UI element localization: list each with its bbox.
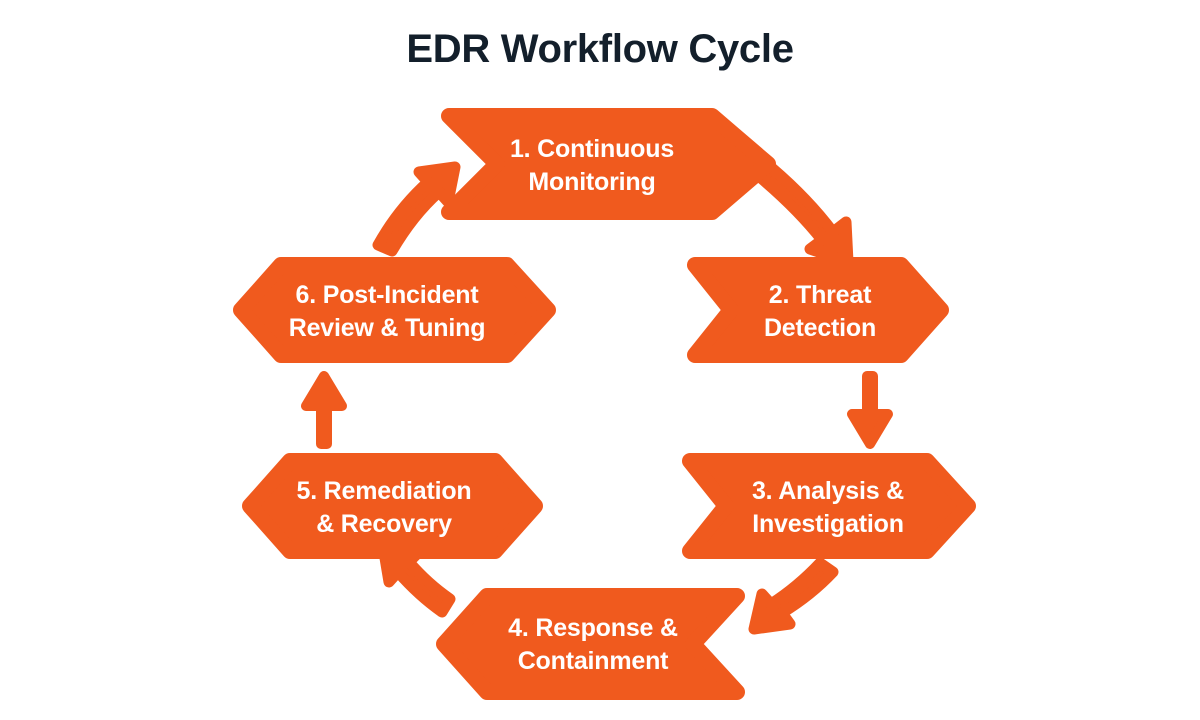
step-5-remediation-recovery[interactable]: 5. Remediation & Recovery [242,453,543,559]
step-4-response-containment[interactable]: 4. Response & Containment [436,588,745,700]
step-6-post-incident-review[interactable]: 6. Post-Incident Review & Tuning [233,257,556,363]
page-title: EDR Workflow Cycle [406,27,793,71]
arrow-3-to-4-icon [748,557,839,635]
arrow-2-to-3-icon [847,371,893,449]
arrow-1-to-2-icon [756,162,854,268]
step-6-label-line2: Review & Tuning [289,314,486,342]
arrow-6-to-1-icon [372,161,461,257]
step-4-label-line1: 4. Response & [508,614,678,642]
step-2-label-line2: Detection [764,314,876,342]
step-2-label-line1: 2. Threat [769,281,872,309]
step-3-analysis-investigation[interactable]: 3. Analysis & Investigation [682,453,976,559]
step-1-label-line2: Monitoring [528,168,655,196]
step-3-label-line2: Investigation [752,510,904,538]
step-1-continuous-monitoring[interactable]: 1. Continuous Monitoring [441,108,776,220]
step-5-label-line1: 5. Remediation [296,477,471,505]
step-2-threat-detection[interactable]: 2. Threat Detection [687,257,949,363]
step-5-label-line2: & Recovery [316,510,452,538]
step-6-label-line1: 6. Post-Incident [296,281,480,309]
step-4-label-line2: Containment [518,647,669,675]
step-1-label-line1: 1. Continuous [510,135,674,163]
step-3-label-line1: 3. Analysis & [752,477,904,505]
arrow-5-to-6-icon [301,371,347,449]
